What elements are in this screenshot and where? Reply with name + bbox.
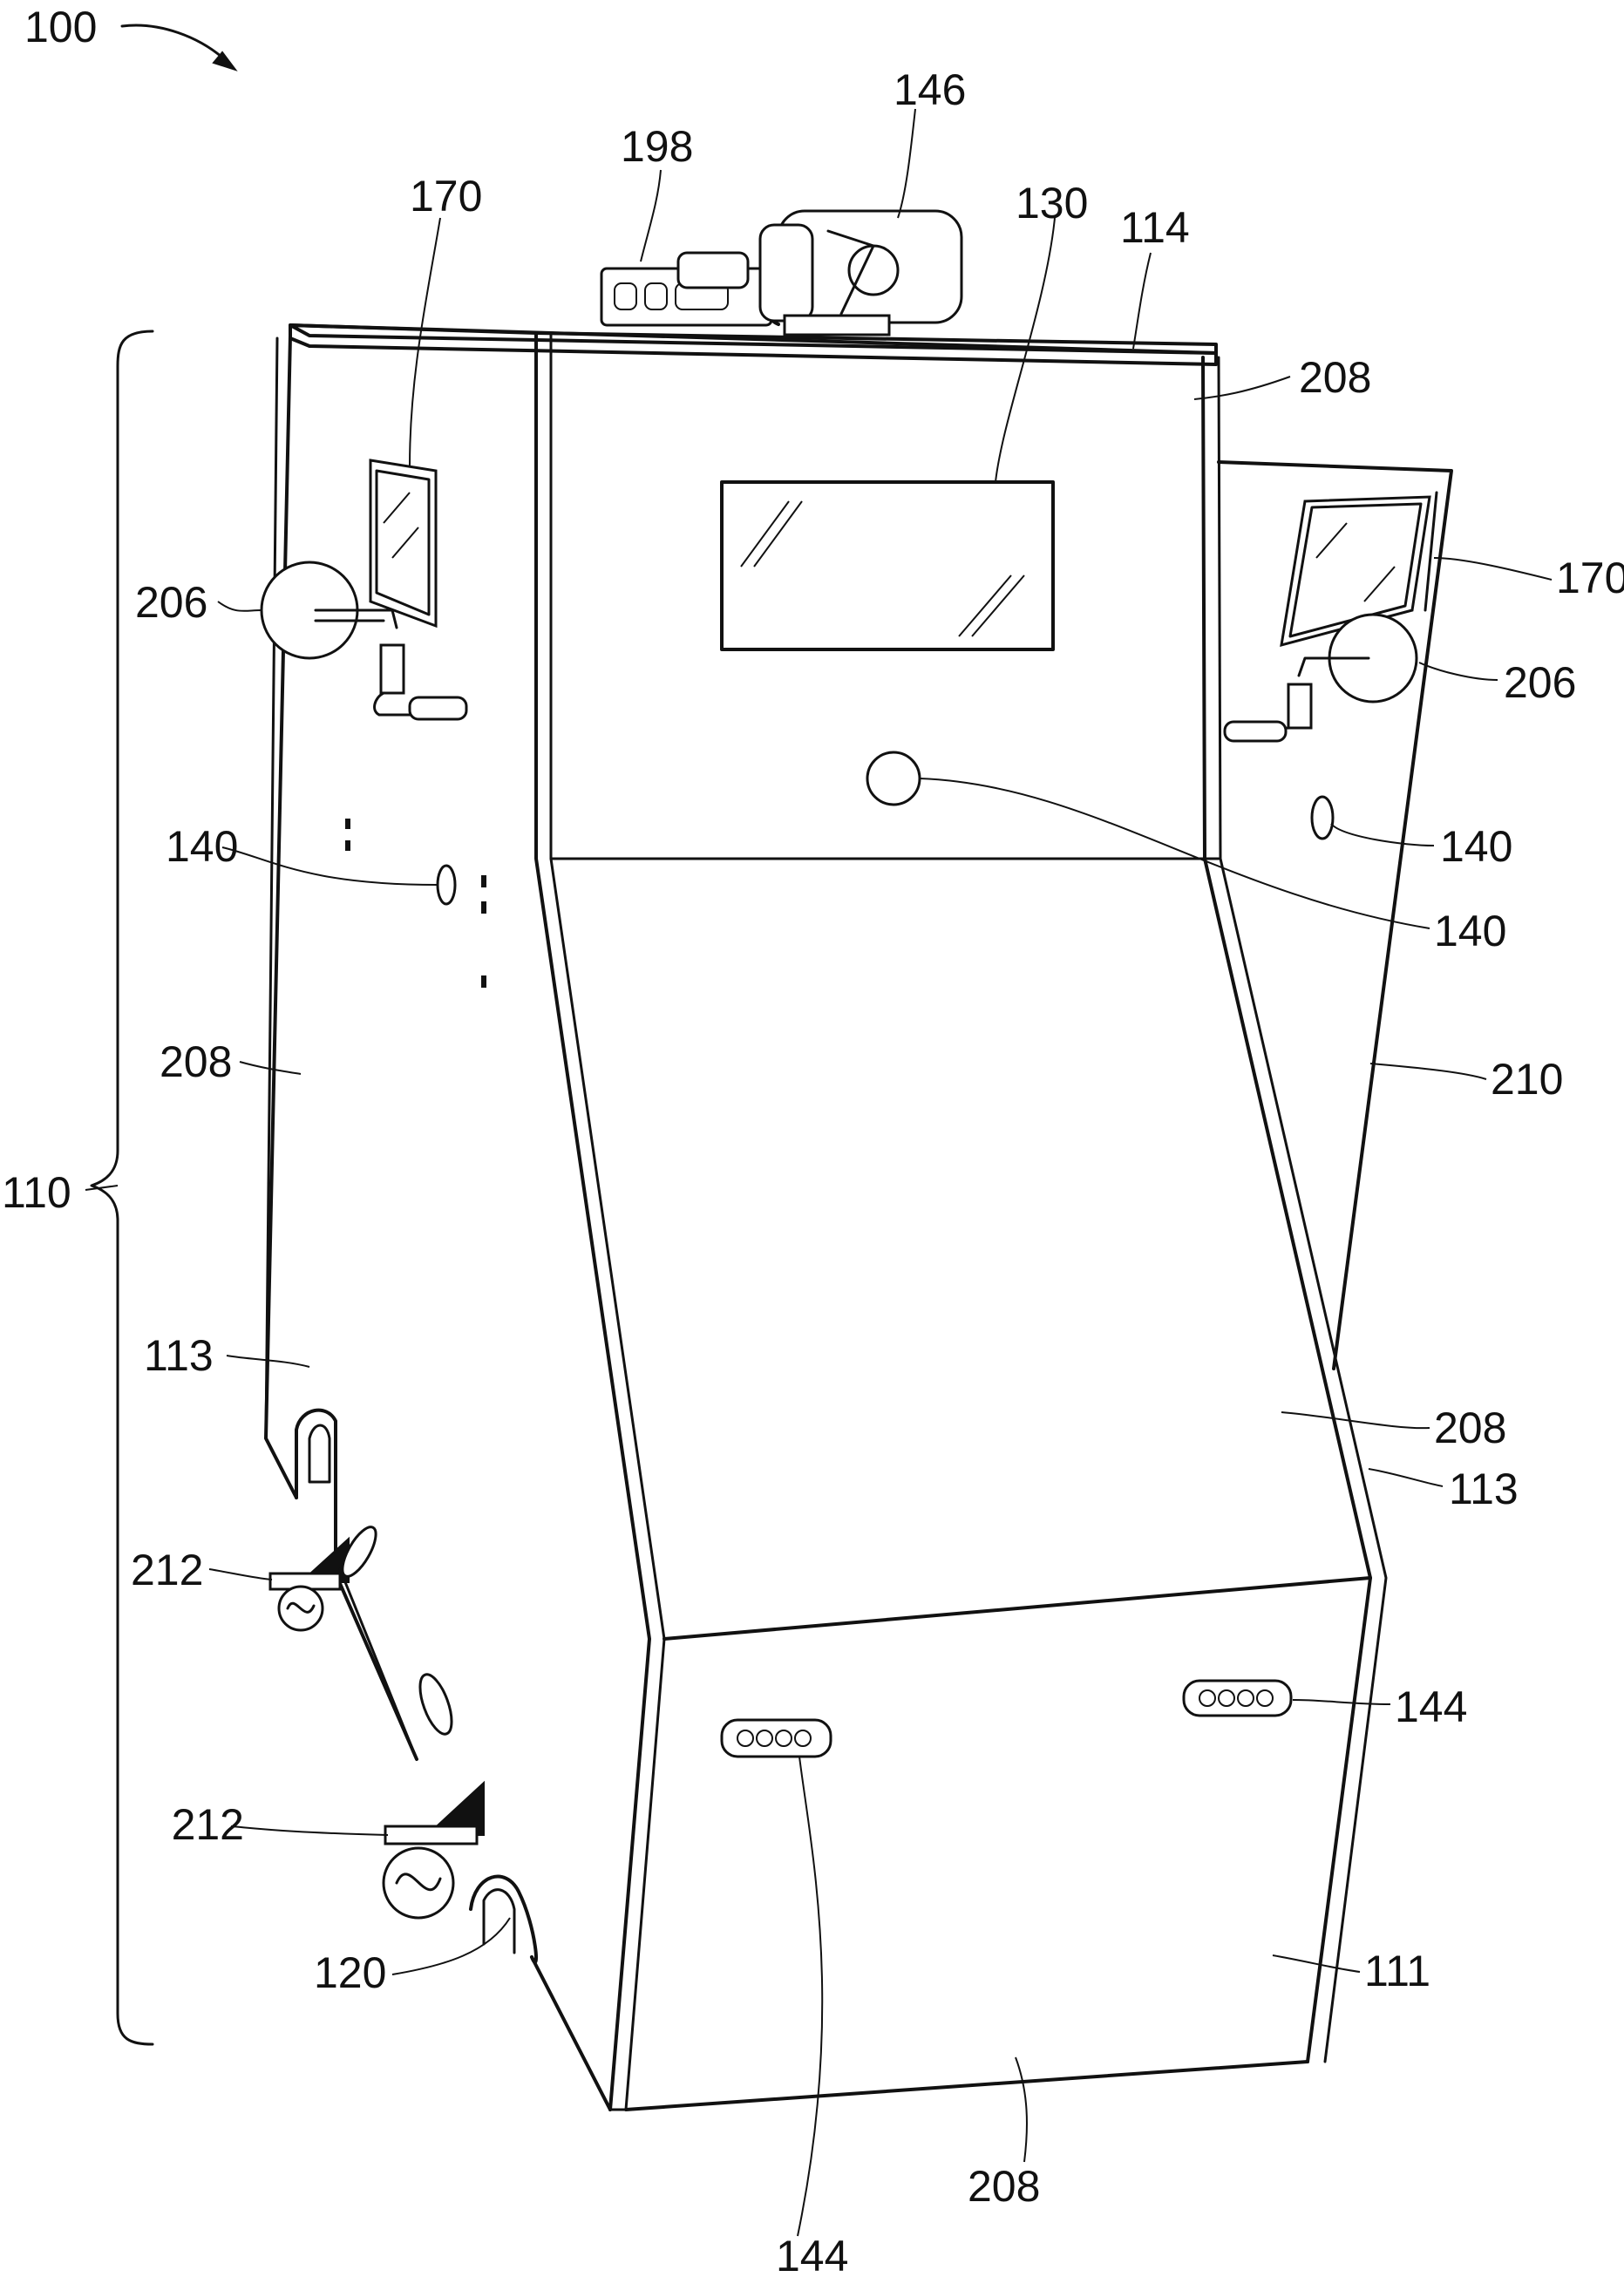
label-170-left: 170 (410, 172, 482, 221)
left-side-button (438, 866, 455, 904)
label-210: 210 (1491, 1055, 1563, 1104)
label-208-bottom: 208 (968, 2162, 1040, 2211)
left-side-dots (346, 819, 486, 987)
caster-lower (384, 1783, 484, 1918)
light-bar-left (722, 1720, 831, 1757)
light-bar-right (1184, 1681, 1291, 1716)
label-198: 198 (621, 122, 693, 171)
label-140-left: 140 (166, 822, 238, 871)
front-edge-left (536, 333, 649, 2110)
display-screen (722, 482, 1053, 649)
label-140-right: 140 (1440, 822, 1512, 871)
top-device-146 (760, 211, 961, 335)
label-144-right: 144 (1395, 1682, 1467, 1731)
left-mirror (370, 460, 436, 626)
label-140-center: 140 (1434, 907, 1506, 955)
label-113-left: 113 (144, 1331, 214, 1380)
label-120: 120 (314, 1948, 386, 1997)
label-206-left: 206 (135, 578, 207, 627)
figure-arrow (122, 25, 231, 65)
label-208-front: 208 (1434, 1404, 1506, 1452)
label-208-top: 208 (1299, 353, 1371, 402)
label-113-right: 113 (1449, 1465, 1519, 1513)
wheel-well-upper (296, 1410, 336, 1574)
label-130: 130 (1016, 179, 1088, 228)
label-206-right: 206 (1504, 658, 1576, 707)
label-170-right: 170 (1556, 554, 1624, 602)
leader-lines (85, 109, 1552, 2236)
label-110: 110 (2, 1168, 71, 1217)
label-111: 111 (1364, 1947, 1430, 1995)
label-144-bottom: 144 (776, 2232, 848, 2277)
front-button (867, 752, 920, 805)
label-114: 114 (1120, 203, 1190, 252)
top-device-198 (601, 253, 771, 325)
label-212-upper: 212 (131, 1546, 203, 1594)
label-208-left: 208 (160, 1037, 232, 1086)
right-side-button (1312, 797, 1333, 839)
label-146: 146 (894, 65, 966, 114)
label-212-lower: 212 (172, 1800, 244, 1849)
wheel-well-lower (471, 1877, 536, 1962)
label-100: 100 (24, 3, 97, 51)
